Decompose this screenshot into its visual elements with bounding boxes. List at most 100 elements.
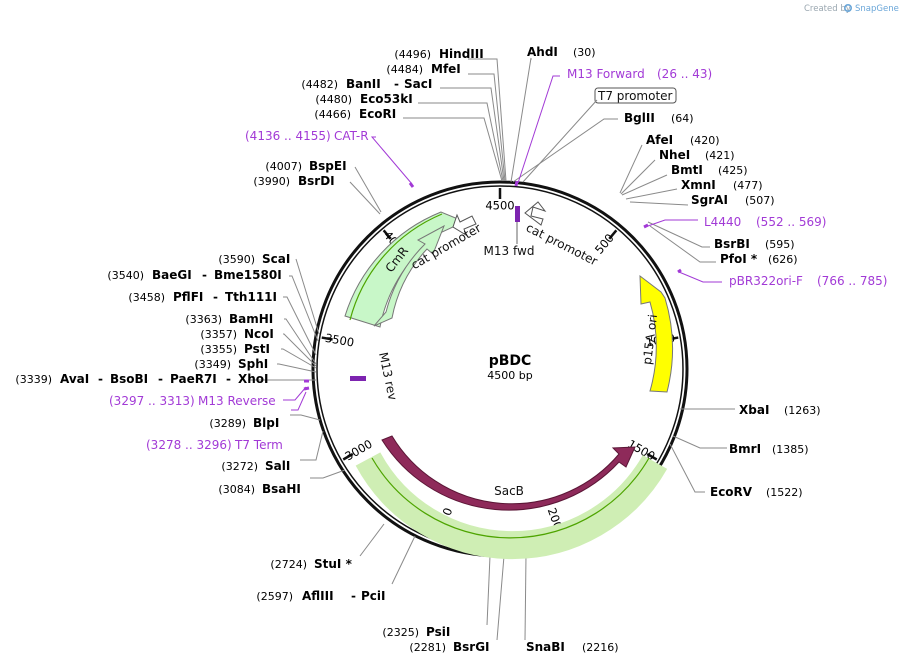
nhei-pos: (421) xyxy=(705,149,735,162)
l4440-range: (552 .. 569) xyxy=(756,215,826,229)
eco53ki-pos: (4480) xyxy=(315,93,352,106)
cat-promoter-2-label: cat promoter xyxy=(524,220,600,268)
m13-forward-label: M13 Forward xyxy=(567,67,645,81)
ahdi-label: AhdI xyxy=(527,45,558,59)
afei-pos: (420) xyxy=(690,134,720,147)
paer7i-dash: - xyxy=(226,372,231,386)
bmti-pos: (425) xyxy=(718,164,748,177)
ncoi-pos: (3357) xyxy=(200,328,237,341)
pbr322ori-f-label: pBR322ori-F xyxy=(729,274,803,288)
cat-promoter-2-arrow xyxy=(524,201,547,226)
xhoi-label: XhoI xyxy=(238,372,269,386)
cut-site-lines xyxy=(248,57,735,641)
pflfi-pos: (3458) xyxy=(128,291,165,304)
scai-label: ScaI xyxy=(262,252,290,266)
snabi-pos: (2216) xyxy=(582,641,619,654)
t7-term-range: (3278 .. 3296) xyxy=(146,438,232,452)
t7-term-label: T7 Term xyxy=(234,438,283,452)
sacb-orf-halo xyxy=(355,452,668,560)
tick-mark xyxy=(342,452,354,461)
bmri-pos: (1385) xyxy=(772,443,809,456)
saci-label: SacI xyxy=(404,77,432,91)
afliii-pos: (2597) xyxy=(256,590,293,603)
plasmid-name: pBDC xyxy=(489,353,532,369)
bmri-label: BmrI xyxy=(729,442,761,456)
mfei-label: MfeI xyxy=(431,62,461,76)
primer-lines xyxy=(283,75,722,411)
t7-promoter-label: T7 promoter xyxy=(597,89,673,103)
cmr-orf-line xyxy=(349,213,443,321)
cat-r-range: (4136 .. 4155) xyxy=(245,129,331,143)
psii-label: PsiI xyxy=(426,625,450,639)
blpi-label: BlpI xyxy=(253,416,279,430)
baegi-pos: (3540) xyxy=(107,269,144,282)
cmr-arrow xyxy=(373,224,445,327)
ava-group-pos: (3339) xyxy=(15,373,52,386)
snabi-label: SnaBI xyxy=(526,640,565,654)
baegi-label: BaeGI xyxy=(152,268,192,282)
mfei-pos: (4484) xyxy=(386,63,423,76)
xmni-pos: (477) xyxy=(733,179,763,192)
stui-label: StuI * xyxy=(314,557,353,571)
hindiii-label: HindIII xyxy=(439,47,484,61)
t7-promoter-box xyxy=(594,87,677,104)
ecori-label: EcoRI xyxy=(359,107,396,121)
baegi-dash: - xyxy=(202,268,207,282)
m13-forward-range: (26 .. 43) xyxy=(657,67,712,81)
bmti-label: BmtI xyxy=(671,163,703,177)
m13-rev-label: M13 rev xyxy=(376,351,400,401)
sphi-pos: (3349) xyxy=(194,358,231,371)
afliii-label: AflIII xyxy=(302,589,334,603)
pcii-label: PciI xyxy=(361,589,386,603)
paer7i-label: PaeR7I xyxy=(170,372,217,386)
bsrbi-label: BsrBI xyxy=(714,237,750,251)
bamhi-pos: (3363) xyxy=(185,313,222,326)
tick-mark xyxy=(646,452,658,461)
credit-brand: SnapGene xyxy=(855,4,899,14)
pflfi-dash: - xyxy=(213,290,218,304)
t7-promoter-line xyxy=(522,99,598,183)
p15a-ori-label: p15A ori xyxy=(640,314,660,366)
bsobi-dash: - xyxy=(158,372,163,386)
avai-dash: - xyxy=(98,372,103,386)
ecorv-pos: (1522) xyxy=(766,486,803,499)
bsrgi-pos: (2281) xyxy=(409,641,446,654)
p15a-ori-feature xyxy=(639,274,673,393)
blpi-pos: (3289) xyxy=(209,417,246,430)
bme1580i-label: Bme1580I xyxy=(214,268,282,282)
afei-label: AfeI xyxy=(646,133,673,147)
tick-label: 4500 xyxy=(485,199,514,213)
banii-label: BanII xyxy=(346,77,381,91)
stui-pos: (2724) xyxy=(270,558,307,571)
xbai-label: XbaI xyxy=(739,403,769,417)
bglii-label: BglII xyxy=(624,111,655,125)
pfoi-pos: (626) xyxy=(768,253,798,266)
sacb-feature xyxy=(381,435,636,511)
plasmid-length: 4500 bp xyxy=(487,369,532,382)
snapgene-logo-icon xyxy=(843,4,852,13)
bspei-label: BspEI xyxy=(309,159,347,173)
sacb-orf-line xyxy=(371,457,650,539)
l4440-label: L4440 xyxy=(704,215,741,229)
cat-r-label: CAT-R xyxy=(334,129,369,143)
bspei-pos: (4007) xyxy=(265,160,302,173)
banii-dash: - xyxy=(394,77,399,91)
tth111i-label: Tth111I xyxy=(225,290,277,304)
m13-reverse-range: (3297 .. 3313) xyxy=(109,394,195,408)
bsobi-label: BsoBI xyxy=(110,372,148,386)
sali-pos: (3272) xyxy=(221,460,258,473)
sgrai-label: SgrAI xyxy=(691,193,728,207)
psii-pos: (2325) xyxy=(382,626,419,639)
m13-fwd-label: M13 fwd xyxy=(484,244,535,258)
sali-label: SalI xyxy=(265,459,290,473)
tick-mark xyxy=(321,336,333,341)
hindiii-pos: (4496) xyxy=(394,48,431,61)
pflfi-label: PflFI xyxy=(173,290,203,304)
ecorv-label: EcoRV xyxy=(710,485,753,499)
scai-pos: (3590) xyxy=(218,253,255,266)
psti-label: PstI xyxy=(244,342,270,356)
bsrdi-label: BsrDI xyxy=(298,174,335,188)
tick-label: 3500 xyxy=(324,331,355,350)
bsahi-pos: (3084) xyxy=(218,483,255,496)
